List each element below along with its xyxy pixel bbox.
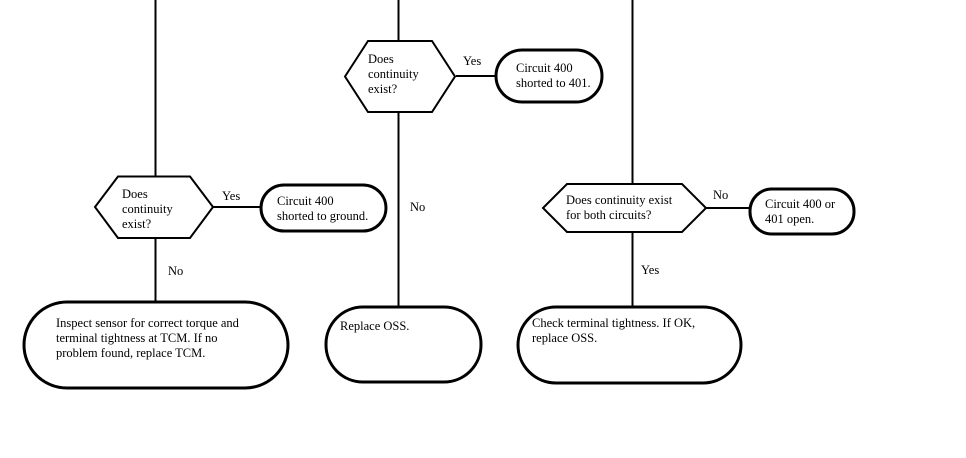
decision-node-left-continuity — [93, 175, 215, 239]
decision-node-right-both-circuits — [541, 183, 708, 233]
edge-label-right-yes: Yes — [641, 263, 660, 277]
end-node-check-terminal-tightness — [516, 305, 743, 385]
edge-label-right-no: No — [713, 188, 729, 202]
edge-label-mid-no: No — [410, 200, 426, 214]
decision-node-mid-continuity — [343, 40, 457, 113]
edge-label-left-no: No — [168, 264, 184, 278]
edge-label-mid-yes: Yes — [463, 54, 482, 68]
result-node-400-or-401-open — [748, 187, 856, 236]
result-node-shorted-to-ground — [259, 183, 388, 233]
edge-label-left-yes: Yes — [222, 189, 241, 203]
result-node-shorted-to-401 — [494, 48, 604, 104]
end-node-replace-oss — [324, 305, 483, 384]
end-node-inspect-sensor — [22, 300, 290, 390]
